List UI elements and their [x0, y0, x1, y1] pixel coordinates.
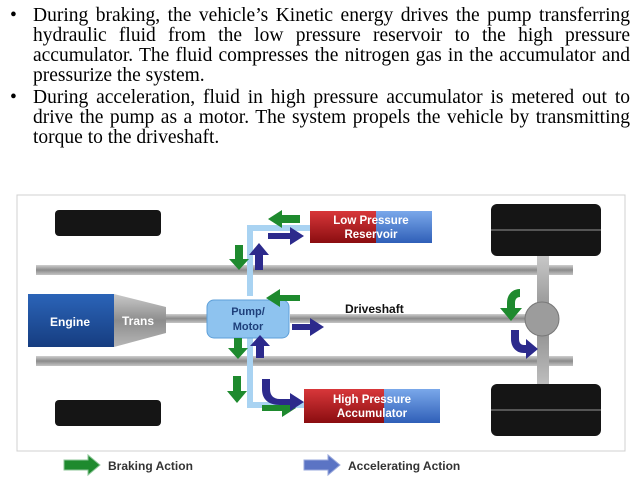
- frame-rail-top: [36, 265, 573, 275]
- trans-shaft: [165, 314, 210, 323]
- legend-braking-arrow: [63, 453, 101, 477]
- legend: Braking Action Accelerating Action: [63, 453, 460, 477]
- bullet-braking-text: During braking, the vehicle’s Kinetic en…: [33, 5, 630, 86]
- accel-arrow-curve-accumulator: [262, 379, 304, 411]
- frame-rail-bottom: [36, 356, 573, 366]
- bullet-acceleration-text: During acceleration, fluid in high press…: [33, 87, 630, 148]
- braking-arrow-curve-driveshaft: [500, 289, 522, 321]
- high-pressure-accumulator-blue: [384, 389, 440, 423]
- low-pressure-reservoir-red: [310, 211, 376, 243]
- high-pressure-accumulator-red: [304, 389, 384, 423]
- braking-arrow-down-upper: [229, 245, 249, 270]
- bullet-acceleration: • During acceleration, fluid in high pre…: [0, 88, 638, 148]
- accel-arrow-up-upper: [249, 243, 269, 270]
- bullet-braking: • During braking, the vehicle’s Kinetic …: [0, 6, 638, 86]
- front-left-tire: [55, 210, 161, 236]
- differential: [524, 301, 560, 337]
- accel-arrow-from-reservoir: [268, 227, 304, 245]
- accel-arrow-curve-driveshaft: [511, 330, 538, 359]
- driveshaft: [290, 314, 530, 323]
- bullet-list: • During braking, the vehicle’s Kinetic …: [0, 0, 638, 148]
- front-right-tire: [55, 400, 161, 426]
- pump-label-2: Motor: [233, 321, 264, 333]
- bullet-marker: •: [10, 5, 17, 26]
- braking-arrow-down-lower-2: [227, 376, 247, 403]
- high-accum-label-1: High Pressure: [333, 394, 411, 406]
- engine-label: Engine: [50, 315, 90, 329]
- fluid-line-low: [247, 225, 315, 296]
- braking-arrow-to-reservoir-left: [268, 210, 300, 228]
- accel-arrow-right-pump: [292, 318, 324, 336]
- accel-arrow-up-lower-1: [250, 335, 270, 358]
- transmission: [114, 294, 166, 347]
- legend-accelerating-label: Accelerating Action: [348, 459, 460, 473]
- engine-block: [28, 294, 114, 347]
- hydraulic-hybrid-diagram: Engine Trans Pump/ Motor Driveshaft Low …: [16, 194, 626, 477]
- bullet-marker: •: [10, 87, 17, 108]
- low-reservoir-label-1: Low Pressure: [333, 215, 408, 227]
- trans-label: Trans: [122, 314, 154, 328]
- low-reservoir-label-2: Reservoir: [344, 229, 398, 241]
- high-accum-label-2: Accumulator: [337, 408, 408, 420]
- braking-arrow-left-pump: [266, 289, 300, 307]
- pump-label-1: Pump/: [231, 306, 265, 318]
- accelerating-arrows: [249, 227, 538, 411]
- braking-arrow-down-lower-1: [228, 338, 248, 359]
- legend-accelerating-arrow: [303, 453, 341, 477]
- pump-motor: [206, 299, 290, 339]
- legend-braking-label: Braking Action: [108, 459, 193, 473]
- driveshaft-label: Driveshaft: [345, 302, 404, 316]
- low-pressure-reservoir-blue: [376, 211, 432, 243]
